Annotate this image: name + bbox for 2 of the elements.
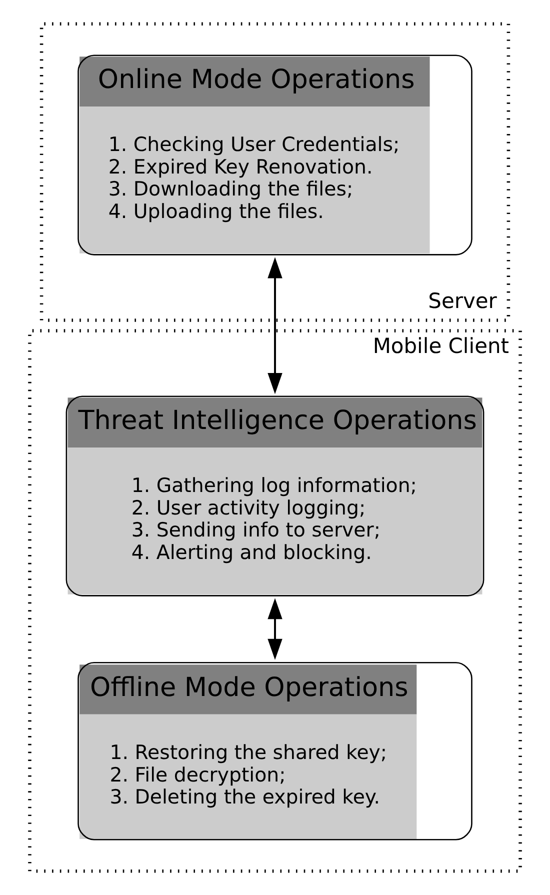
arrow bbox=[268, 257, 282, 394]
arrow bbox=[268, 598, 282, 660]
